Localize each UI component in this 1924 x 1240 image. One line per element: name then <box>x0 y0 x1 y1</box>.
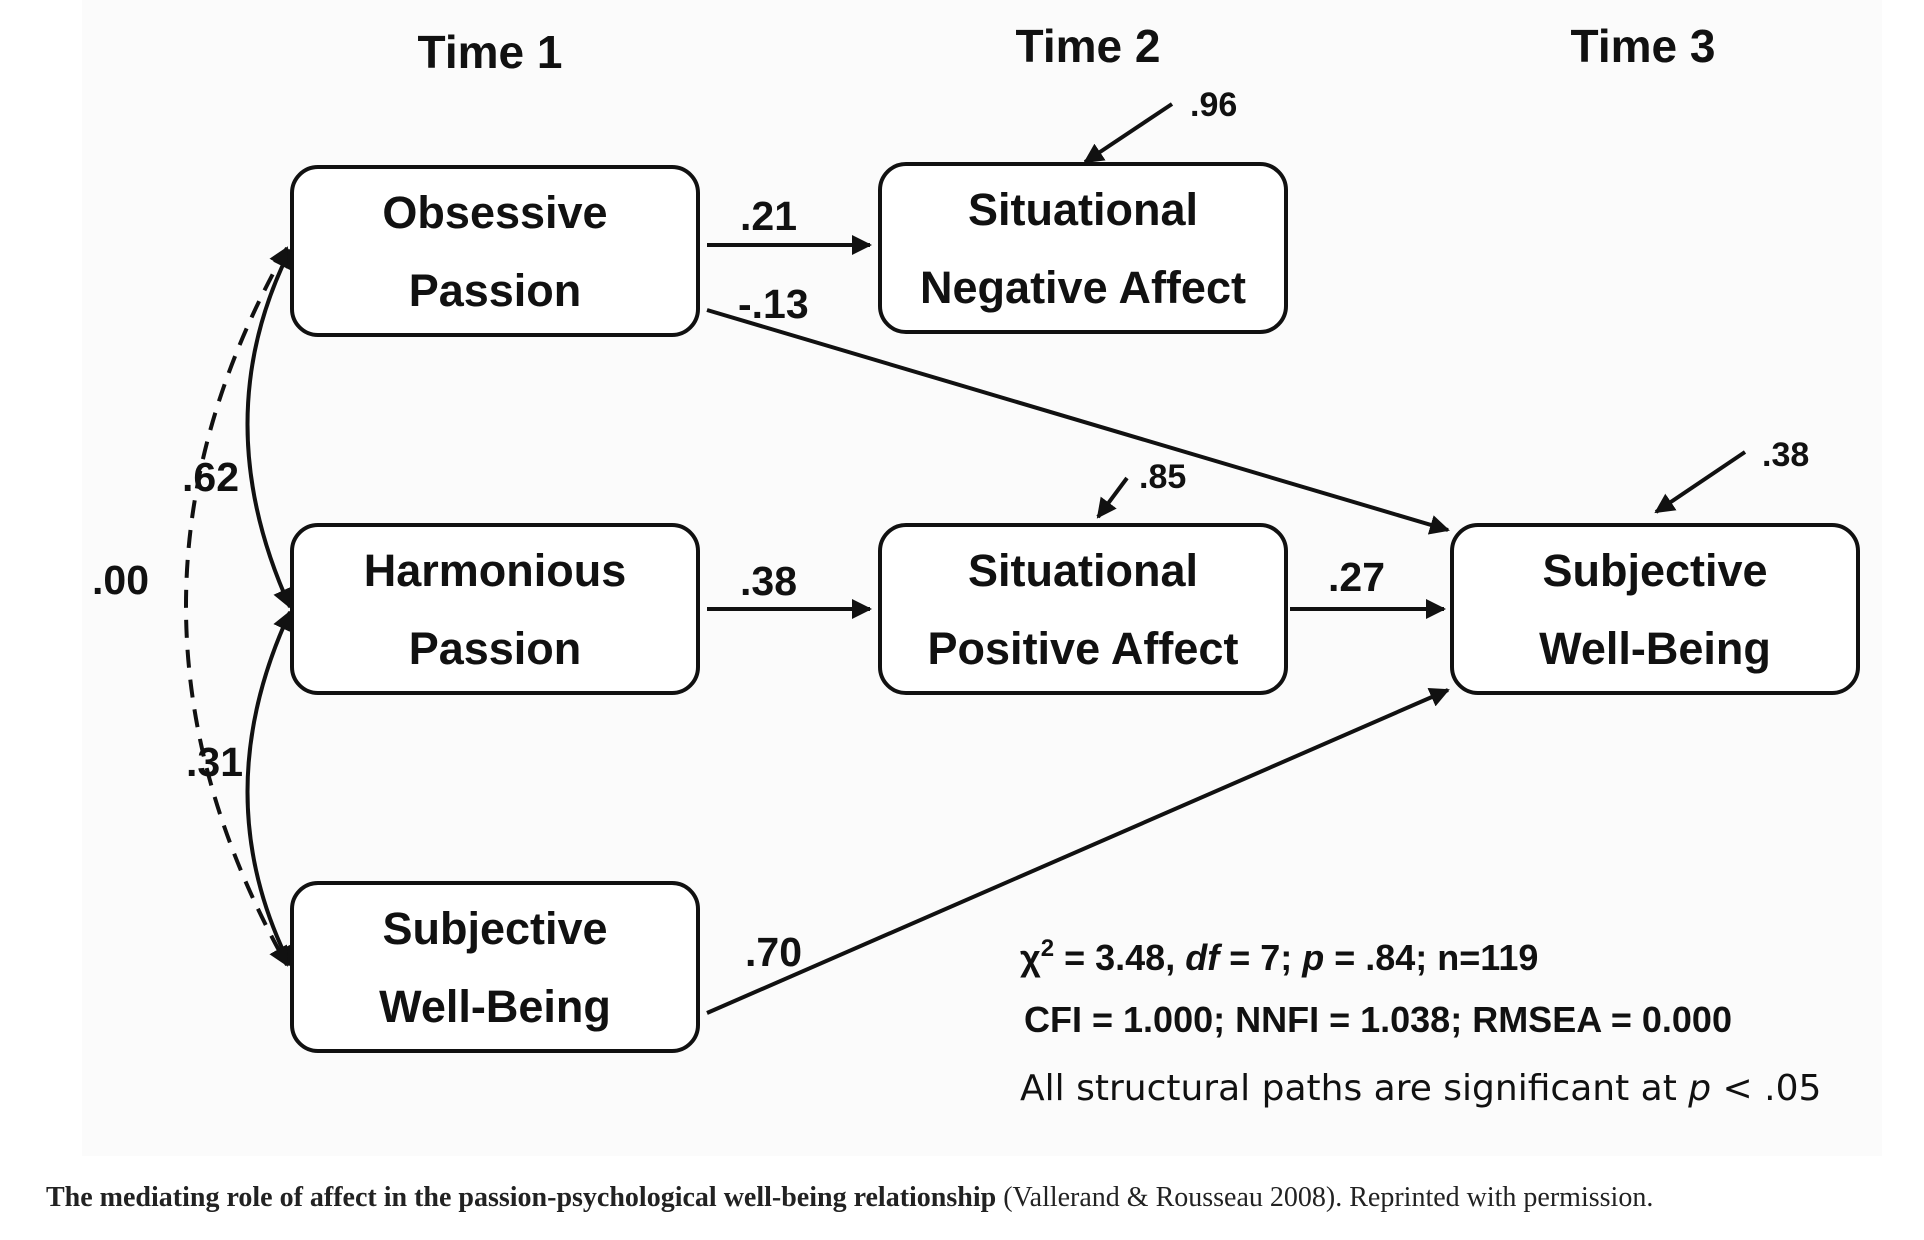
residual-arrow-positive-affect <box>1096 476 1129 519</box>
residual-arrow-negative-affect <box>1083 102 1174 164</box>
caption-title: The mediating role of affect in the pass… <box>46 1182 997 1213</box>
fit-stats-line2: CFI = 1.000; NNFI = 1.038; RMSEA = 0.000 <box>1024 999 1732 1040</box>
coef-swb1-to-swb3: .70 <box>745 929 802 975</box>
node-negative-affect: Situational Negative Affect <box>878 162 1288 334</box>
time-3-header: Time 3 <box>1571 20 1716 72</box>
node-swb-time3: Subjective Well-Being <box>1450 523 1860 695</box>
residual-swb-time3: .38 <box>1762 436 1809 474</box>
coef-hp-to-positive-affect: .38 <box>740 558 797 604</box>
coef-op-hp-correlation: .62 <box>182 454 239 500</box>
fit-stats-line1: χ2 = 3.48, df = 7; p = .84; n=119 <box>1020 935 1538 978</box>
node-obsessive-passion-line2: Passion <box>409 265 582 316</box>
node-swb-time3-line1: Subjective <box>1542 545 1767 596</box>
node-harmonious-passion: Harmonious Passion <box>290 523 700 695</box>
coef-op-to-negative-affect: .21 <box>740 193 797 239</box>
coef-op-swb-correlation: .00 <box>92 557 149 603</box>
coef-op-to-swb: -.13 <box>738 281 809 327</box>
path-op-to-swb <box>706 308 1450 535</box>
coef-positive-affect-to-swb: .27 <box>1328 554 1385 600</box>
correlation-op-swb-dashed <box>184 246 289 967</box>
node-swb-time3-line2: Well-Being <box>1539 623 1771 674</box>
correlation-op-hp <box>245 248 292 609</box>
node-harmonious-passion-line1: Harmonious <box>364 545 627 596</box>
residual-negative-affect: .96 <box>1190 86 1237 124</box>
node-negative-affect-line2: Negative Affect <box>920 262 1246 313</box>
node-swb-time1-line1: Subjective <box>382 903 607 954</box>
node-positive-affect-line2: Positive Affect <box>928 623 1239 674</box>
time-1-header: Time 1 <box>418 26 563 78</box>
node-swb-time1: Subjective Well-Being <box>290 881 700 1053</box>
correlation-hp-swb <box>245 610 292 967</box>
node-positive-affect: Situational Positive Affect <box>878 523 1288 695</box>
node-obsessive-passion-line1: Obsessive <box>382 187 607 238</box>
path-swb1-to-swb3 <box>706 688 1450 1015</box>
residual-arrow-swb-time3 <box>1654 450 1747 514</box>
node-negative-affect-line1: Situational <box>968 184 1198 235</box>
residual-positive-affect: .85 <box>1139 458 1186 496</box>
coef-hp-swb-correlation: .31 <box>186 739 243 785</box>
fit-stats-line3: All structural paths are significant at … <box>1020 1068 1821 1109</box>
node-positive-affect-line1: Situational <box>968 545 1198 596</box>
figure-caption: The mediating role of affect in the pass… <box>46 1182 1906 1214</box>
time-2-header: Time 2 <box>1016 20 1161 72</box>
node-harmonious-passion-line2: Passion <box>409 623 582 674</box>
node-obsessive-passion: Obsessive Passion <box>290 165 700 337</box>
node-swb-time1-line2: Well-Being <box>379 981 611 1032</box>
caption-citation: (Vallerand & Rousseau 2008). Reprinted w… <box>996 1182 1654 1213</box>
